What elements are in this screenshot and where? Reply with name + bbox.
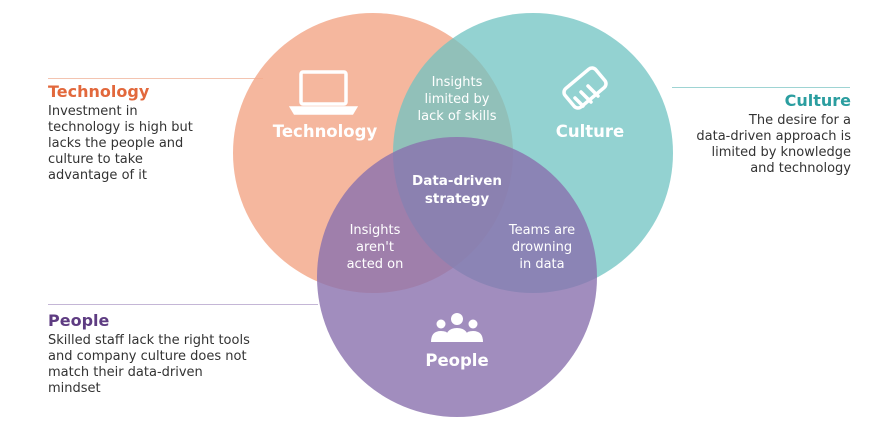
culture-text-line: data-driven approach is (696, 129, 851, 144)
people-text-line: Skilled staff lack the right tools (48, 333, 250, 348)
people-title: People (48, 311, 110, 330)
technology-text-line: advantage of it (48, 168, 147, 183)
culture-text-line: The desire for a (748, 113, 851, 128)
technology-text-line: Investment in (48, 104, 138, 119)
people-connector-line (48, 304, 318, 305)
technology-text-line: culture to take (48, 152, 143, 167)
technology-text-line: lacks the people and (48, 136, 184, 151)
technology-text-line: technology is high but (48, 120, 193, 135)
technology-people-overlap-label: Insights aren't acted on (347, 223, 404, 272)
laptop-icon (288, 70, 359, 115)
center-line: strategy (425, 191, 490, 207)
technology-connector-line (48, 78, 263, 79)
technology-circle-label: Technology (273, 122, 378, 141)
people-text-line: match their data-driven (48, 365, 203, 380)
center-overlap-label: Data-driven strategy (412, 173, 502, 207)
people-circle (317, 137, 597, 417)
culture-people-overlap-label: Teams are drowning in data (508, 223, 575, 272)
people-description: People Skilled staff lack the right tool… (48, 311, 278, 397)
people-text-line: and company culture does not (48, 349, 247, 364)
group-icon (431, 313, 483, 342)
culture-text-line: limited by knowledge (711, 145, 851, 160)
technology-title: Technology (48, 82, 150, 101)
culture-title: Culture (784, 91, 851, 110)
technology-people-line: Insights (350, 223, 401, 238)
people-text-line: mindset (48, 381, 101, 396)
technology-culture-line: limited by (425, 92, 490, 107)
technology-culture-overlap-label: Insights limited by lack of skills (418, 75, 497, 124)
technology-culture-line: lack of skills (418, 109, 497, 124)
technology-people-line: aren't (356, 240, 394, 255)
culture-connector-line (672, 87, 850, 88)
culture-people-line: in data (519, 257, 564, 272)
handshake-icon (562, 66, 608, 110)
culture-circle-label: Culture (556, 122, 624, 141)
culture-people-line: Teams are (508, 223, 575, 238)
technology-people-line: acted on (347, 257, 404, 272)
culture-text-line: and technology (750, 161, 851, 176)
culture-people-line: drowning (512, 240, 572, 255)
technology-culture-line: Insights (432, 75, 483, 90)
people-circle-label: People (425, 351, 488, 370)
center-line: Data-driven (412, 173, 502, 189)
